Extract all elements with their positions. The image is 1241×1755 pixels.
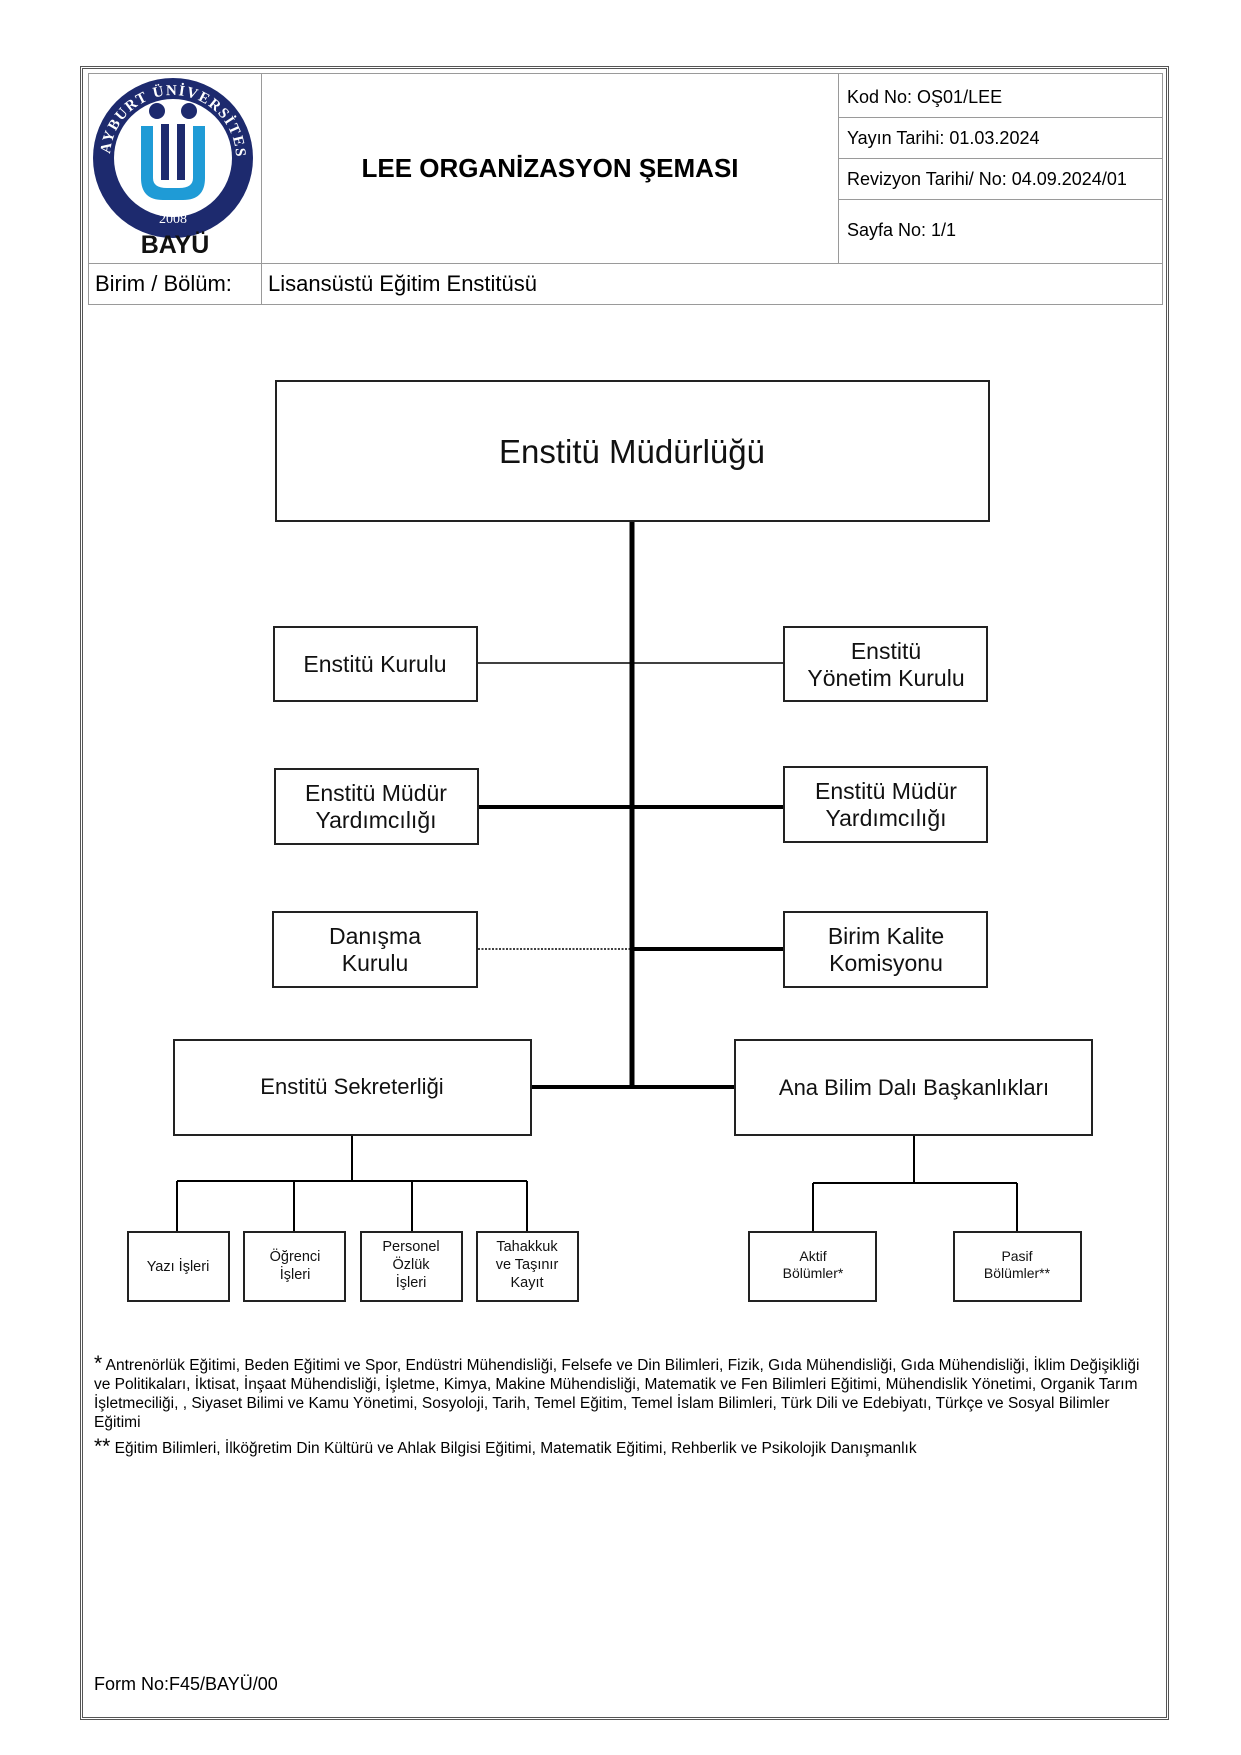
advisory-board-label-line1: Danışma (329, 923, 421, 949)
writing-affairs-label: Yazı İşleri (147, 1257, 210, 1275)
logo-year: 2008 (159, 212, 187, 227)
personnel-affairs-label-line3: İşleri (396, 1273, 427, 1291)
quality-commission-box (783, 911, 988, 988)
passive-departments-list: Eğitim Bilimleri, İlköğretim Din Kültürü… (114, 1440, 917, 1457)
management-board-label-line2: Yönetim Kurulu (807, 665, 964, 691)
student-affairs-box (243, 1231, 346, 1302)
accrual-inventory-label-line1: Tahakkuk (496, 1239, 558, 1255)
advisory-board-box (272, 911, 478, 988)
active-departments-footnote: * Antrenörlük Eğitimi, Beden Eğitimi ve … (94, 1352, 1144, 1432)
quality-commission-label-line2: Komisyonu (829, 950, 943, 976)
deputy-director-right-box (783, 766, 988, 843)
deputy-director-right-label-line1: Enstitü Müdür (815, 778, 957, 804)
unit-label: Birim / Bölüm: (88, 263, 262, 305)
unit-value: Lisansüstü Eğitim Enstitüsü (261, 263, 1163, 305)
deputy-director-left-label-line1: Enstitü Müdür (305, 780, 447, 806)
student-affairs-label-line1: Öğrenci (270, 1247, 321, 1265)
passive-departments-label-line1: Pasif (1001, 1248, 1032, 1264)
secretariat-label: Enstitü Sekreterliği (260, 1074, 443, 1099)
passive-departments-box (953, 1231, 1082, 1302)
institute-board-box (273, 626, 478, 702)
form-number: Form No:F45/BAYÜ/00 (94, 1674, 278, 1694)
departments-box (734, 1039, 1093, 1136)
publish-date: Yayın Tarihi: 01.03.2024 (839, 118, 1162, 159)
director-label: Enstitü Müdürlüğü (499, 433, 765, 470)
passive-departments-footnote: ** Eğitim Bilimleri, İlköğretim Din Kült… (94, 1435, 1144, 1458)
accrual-inventory-label-line2: ve Taşınır (496, 1257, 559, 1273)
code-number: Kod No: OŞ01/LEE (839, 77, 1162, 118)
active-departments-label-line1: Aktif (799, 1248, 826, 1264)
page-frame (80, 66, 1169, 1720)
university-logo: BAYBURT ÜNİVERSİTESİ 2008 BAYÜ (83, 61, 253, 259)
institute-board-label: Enstitü Kurulu (303, 651, 446, 677)
personnel-affairs-label-line1: Personel (382, 1239, 439, 1255)
footnote-marker: * (94, 1352, 103, 1375)
logo-emblem-icon (141, 103, 205, 200)
active-departments-list: Antrenörlük Eğitimi, Beden Eğitimi ve Sp… (94, 1357, 1140, 1431)
logo-cell: BAYBURT ÜNİVERSİTESİ 2008 BAYÜ (83, 61, 262, 264)
revision-date: Revizyon Tarihi/ No: 04.09.2024/01 (839, 159, 1162, 200)
document-meta: Kod No: OŞ01/LEE Yayın Tarihi: 01.03.202… (838, 73, 1163, 264)
logo-abbr: BAYÜ (141, 230, 210, 258)
document-title: LEE ORGANİZASYON ŞEMASI (261, 73, 839, 264)
active-departments-box (748, 1231, 877, 1302)
footnote-marker: ** (94, 1435, 111, 1458)
passive-departments-label-line2: Bölümler** (984, 1265, 1051, 1281)
management-board-box (783, 626, 988, 702)
quality-commission-label-line1: Birim Kalite (828, 923, 944, 949)
accrual-inventory-label-line3: Kayıt (510, 1275, 543, 1291)
document-header: BAYBURT ÜNİVERSİTESİ 2008 BAYÜ LEE ORGAN… (83, 61, 1163, 305)
page-number: Sayfa No: 1/1 (847, 219, 957, 240)
secretariat-box (173, 1039, 532, 1136)
deputy-director-left-label-line2: Yardımcılığı (316, 807, 437, 833)
personnel-affairs-label-line2: Özlük (392, 1255, 430, 1273)
accrual-inventory-box (476, 1231, 579, 1302)
advisory-board-label-line2: Kurulu (342, 950, 408, 976)
student-affairs-label-line2: İşleri (280, 1265, 311, 1283)
deputy-director-left-box (274, 768, 479, 845)
departments-label: Ana Bilim Dalı Başkanlıkları (779, 1075, 1049, 1100)
management-board-label-line1: Enstitü (851, 638, 921, 664)
writing-affairs-box (127, 1231, 230, 1302)
active-departments-label-line2: Bölümler* (783, 1265, 844, 1281)
deputy-director-right-label-line2: Yardımcılığı (826, 805, 947, 831)
director-box (275, 380, 990, 522)
personnel-affairs-box (360, 1231, 463, 1302)
